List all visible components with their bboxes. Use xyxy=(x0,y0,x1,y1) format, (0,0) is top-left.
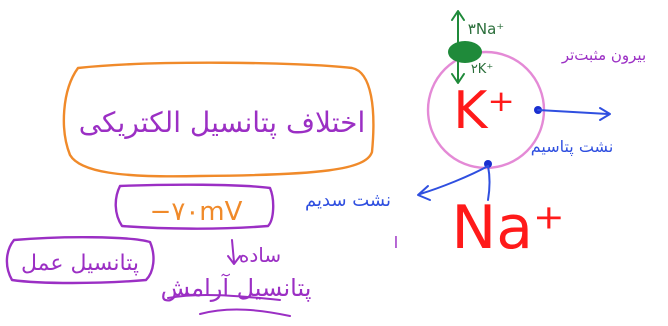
na-k-pump-icon xyxy=(448,41,482,63)
pump-arrow-head-bottom xyxy=(451,73,465,84)
rest-arrow xyxy=(231,239,235,263)
pump-arrow-head-top xyxy=(451,10,465,21)
resting-potential-label: پتانسیل آرامش xyxy=(161,273,312,302)
outside-more-positive-label: بیرون مثبت‌تر xyxy=(561,46,646,64)
pump-na-label: ۳Na⁺ xyxy=(468,20,504,38)
potassium-leak-label: نشت پتاسیم xyxy=(531,137,614,157)
sodium-ion-label: Na⁺ xyxy=(451,193,564,263)
resting-value-box xyxy=(114,183,275,230)
action-potential-box xyxy=(5,236,155,285)
resting-potential-value: −۷۰mV xyxy=(150,197,243,227)
k-leak-arrow xyxy=(537,109,609,115)
pump-k-label: ۲K⁺ xyxy=(471,62,493,77)
rest-label: ساده xyxy=(239,243,281,267)
stray-mark: ا xyxy=(394,233,398,252)
action-potential-label: پتانسیل عمل xyxy=(21,251,139,276)
title-electrical-potential-difference: اختلاف پتانسیل الکتریکی xyxy=(79,106,366,139)
na-leak-arrow-head xyxy=(417,185,431,201)
title-frame xyxy=(62,61,375,178)
underline-scribble xyxy=(167,293,291,317)
potassium-ion-label: K⁺ xyxy=(453,81,515,141)
na-leak-arrow xyxy=(419,165,491,201)
sodium-leak-label: نشت سدیم xyxy=(305,190,391,211)
rest-arrow-head xyxy=(227,255,241,265)
k-leak-arrow-head xyxy=(599,107,611,121)
